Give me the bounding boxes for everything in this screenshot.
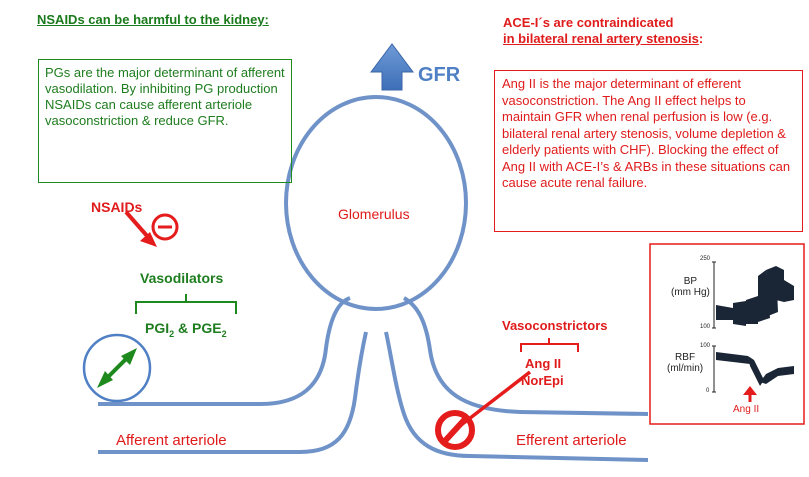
bp-tick-bottom: 100 (700, 324, 711, 330)
block-sign-icon (435, 410, 475, 450)
norepi-label: NorEpi (521, 373, 564, 388)
rbf-trace (716, 352, 750, 364)
nsaids-label: NSAIDs (91, 199, 143, 215)
ang-ii-explanation-text: Ang II is the major determinant of effer… (502, 76, 791, 190)
inset-frame (649, 243, 805, 425)
double-arrow-icon (121, 348, 137, 365)
rbf-tick-top: 100 (700, 343, 711, 349)
bp-tick-top: 250 (700, 256, 711, 262)
nsaids-arrow-icon (140, 232, 157, 247)
efferent-inner-wall (384, 331, 649, 462)
efferent-arteriole-label: Efferent arteriole (516, 432, 627, 449)
pg-explanation-text: PGs are the major determinant of afferen… (45, 65, 285, 128)
rbf-axis-label: RBF (ml/min) (667, 352, 704, 374)
rbf-tick-bottom: 0 (706, 388, 710, 394)
inset-ang-ii-label: Ang II (733, 404, 760, 415)
minus-circle-icon (151, 213, 179, 241)
ang-ii-explanation-box: Ang II is the major determinant of effer… (494, 70, 803, 232)
afferent-inner-wall (98, 331, 368, 454)
nsaids-title: NSAIDs can be harmful to the kidney: (37, 12, 269, 27)
ang-ii-label: Ang II (525, 356, 562, 371)
prostaglandins-label: PGI2 & PGE2 (145, 320, 227, 339)
ace-i-title: ACE-I´s are contraindicated in bilateral… (503, 15, 704, 46)
bp-trace (716, 305, 733, 320)
afferent-arteriole-label: Afferent arteriole (116, 432, 227, 449)
vasodilators-label: Vasodilators (140, 270, 224, 286)
gfr-label: GFR (418, 64, 461, 86)
dilation-circle (82, 333, 152, 403)
glomerulus-label: Glomerulus (338, 206, 410, 222)
ang-ii-arrow-icon (743, 386, 757, 395)
vessel-outer-wall (98, 296, 649, 416)
vasoconstrictors-label: Vasoconstrictors (502, 318, 608, 333)
glomerulus-oval (284, 95, 468, 311)
bp-axis-label: BP (mm Hg) (671, 276, 710, 298)
gfr-arrow-icon (370, 43, 414, 91)
vasoconstrictor-bracket (520, 338, 579, 352)
vasodilator-bracket (135, 294, 237, 314)
pg-explanation-box: PGs are the major determinant of afferen… (38, 59, 292, 183)
